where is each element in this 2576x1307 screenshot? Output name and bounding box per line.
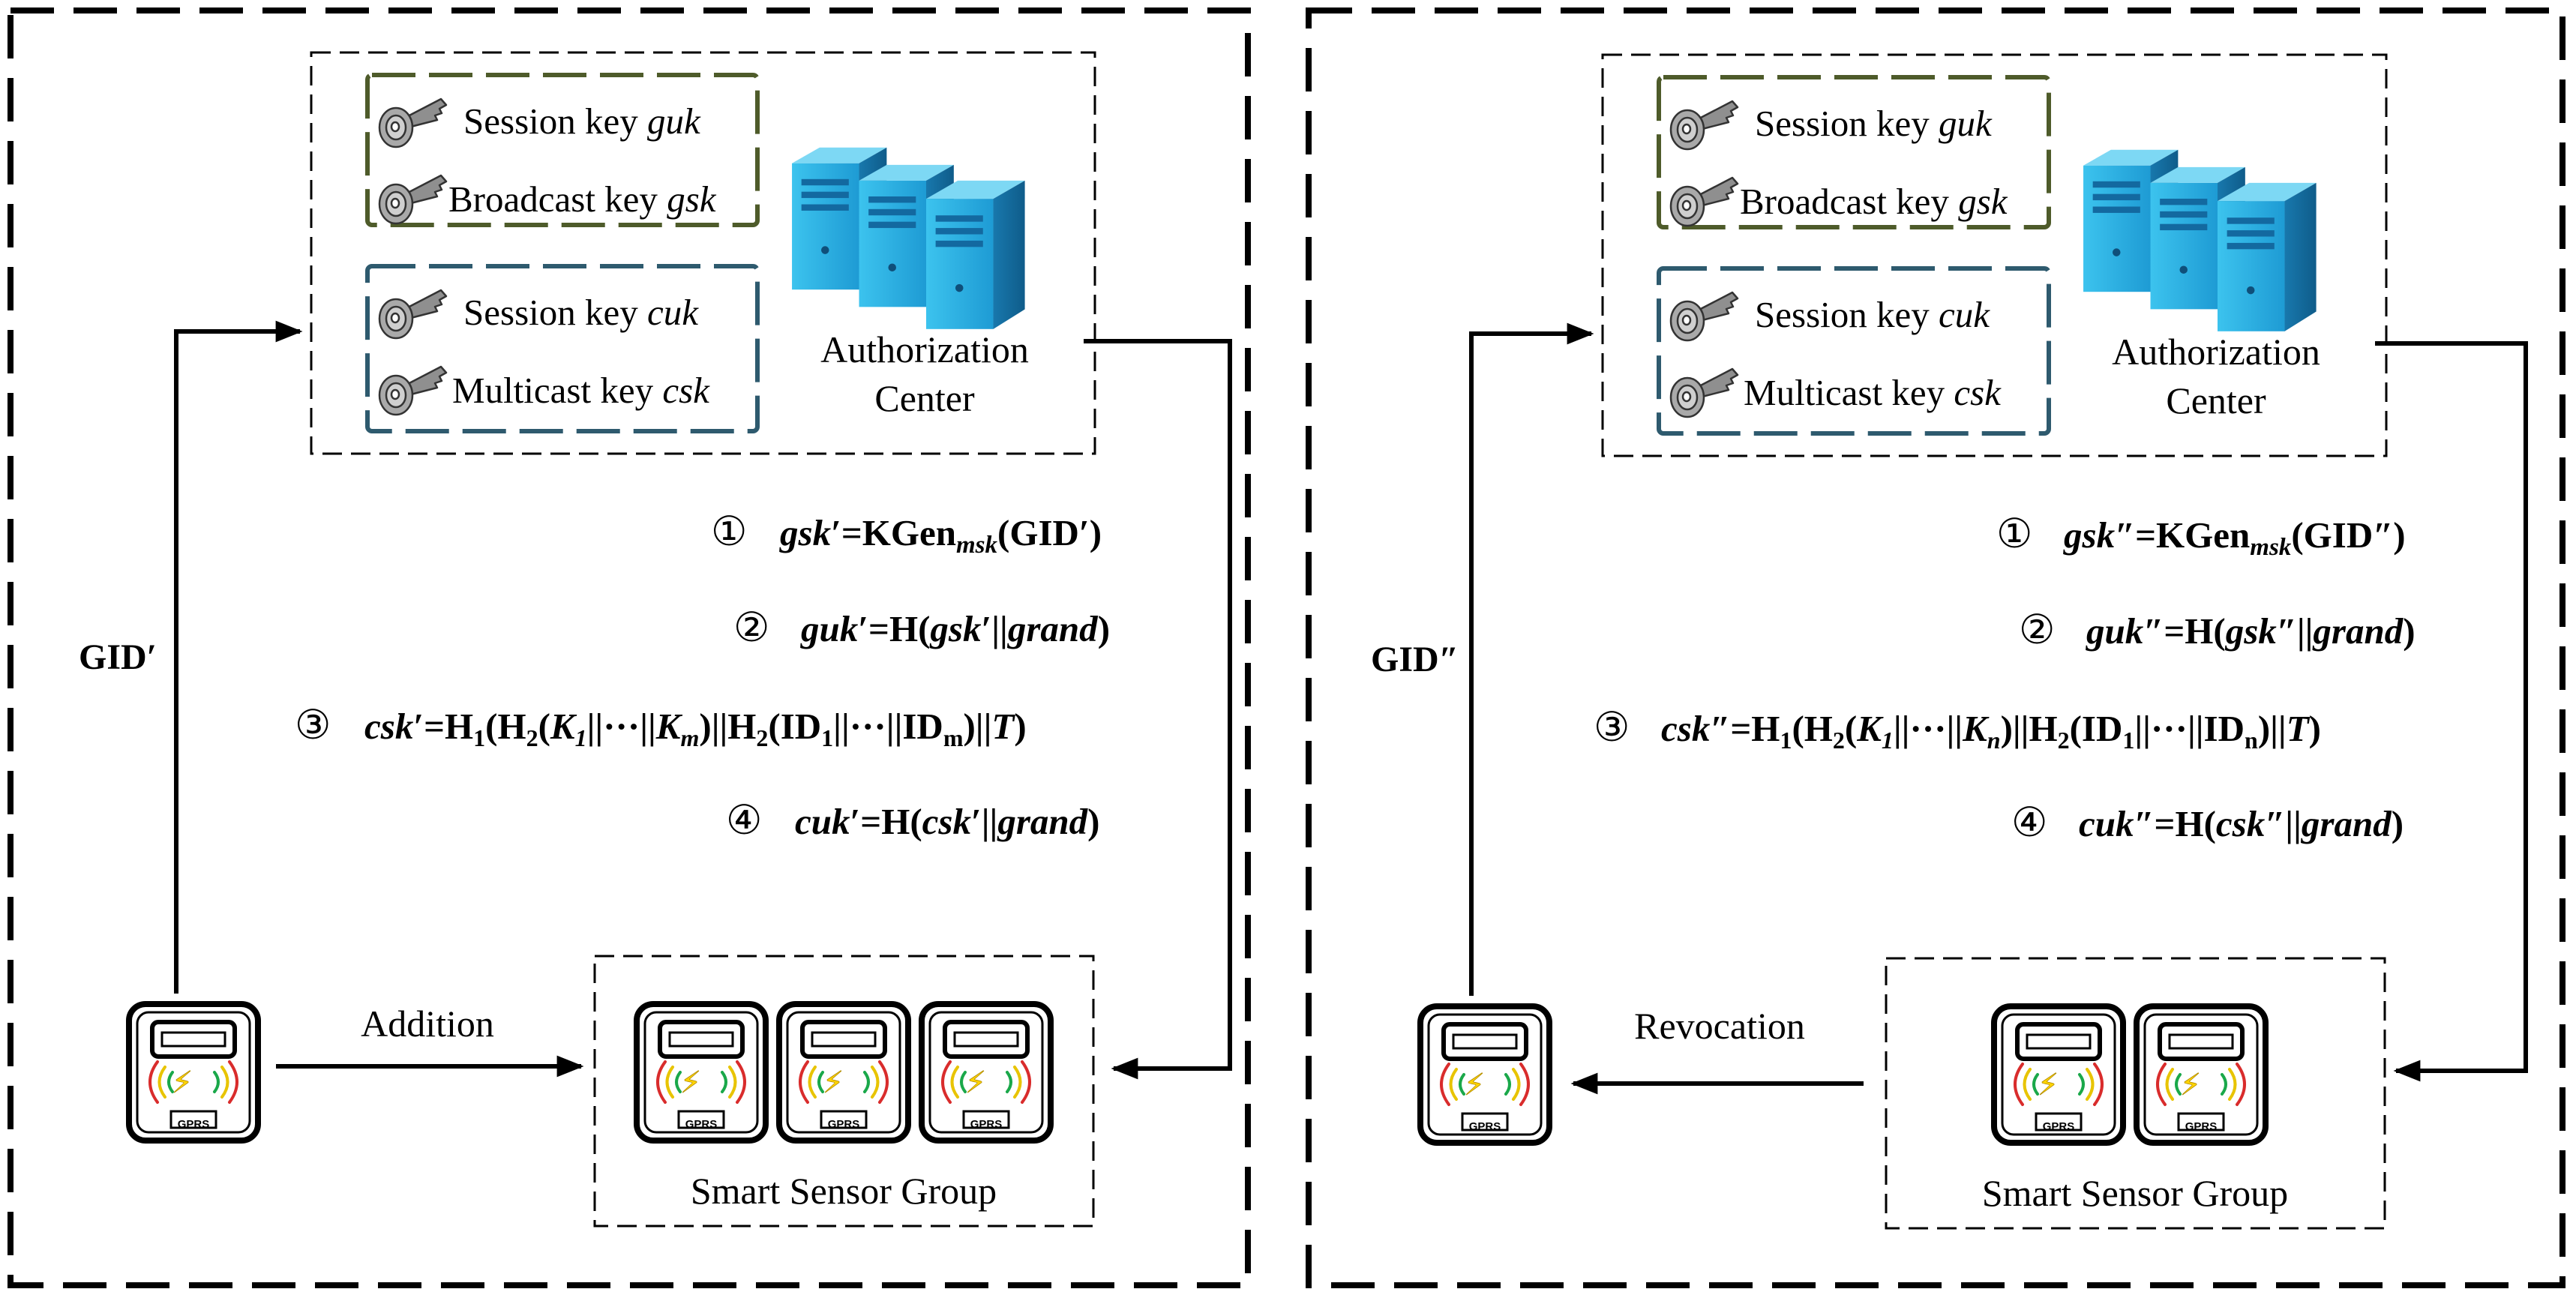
cluster-key-box	[1657, 266, 2051, 436]
cluster-key-box	[365, 264, 760, 433]
panel-border	[1306, 7, 2566, 1288]
session-key-cuk-label: Session key cuk	[463, 292, 699, 333]
key-icon	[1669, 100, 1739, 151]
equation-2: ② guk′=H(gsk′||grand)	[733, 604, 1110, 651]
equation-3: ③ csk′=H1(H2(K1||···||Km)||H2(ID1||···||…	[295, 701, 1027, 751]
addition-panel: Session key guk Broadcast key gsk Sessio…	[7, 7, 1251, 1288]
broadcast-key-gsk-label: Broadcast key gsk	[1740, 181, 2008, 222]
key-icon	[1669, 176, 1739, 227]
equation-text: guk″=H(gsk″||grand)	[2086, 610, 2416, 652]
group-key-box	[1657, 75, 2051, 229]
gprs-label: GPRS	[685, 1118, 718, 1131]
step-marker: ③	[295, 701, 331, 748]
lightning-icon: ⚡	[2180, 1068, 2201, 1102]
revoked-smart-meter: ⚡ GPRS	[1420, 1006, 1549, 1143]
key-distribution-arrow	[1084, 339, 1232, 1080]
lightning-icon: ⚡	[172, 1066, 193, 1100]
new-smart-meter: ⚡ GPRS	[129, 1004, 258, 1141]
key-icon	[378, 289, 448, 340]
multicast-key-csk-label: Multicast key csk	[1744, 372, 2002, 413]
equation-1: ① gsk″=KGenmsk(GID″)	[1996, 510, 2406, 561]
session-key-guk-label: Session key guk	[1755, 103, 1993, 144]
smart-sensor-group-box	[1885, 957, 2386, 1230]
group-meter: ⚡ GPRS	[637, 1004, 766, 1141]
authorization-center-box	[310, 51, 1096, 455]
gprs-label: GPRS	[828, 1118, 860, 1131]
smart-sensor-group-label: Smart Sensor Group	[691, 1170, 997, 1212]
server-icon	[2083, 149, 2317, 331]
smart-sensor-group-box	[593, 955, 1095, 1228]
equation-text: cuk′=H(csk′||grand)	[795, 801, 1100, 842]
key-distribution-arrow	[2375, 341, 2528, 1082]
key-icon	[378, 174, 448, 225]
group-meter: ⚡ GPRS	[922, 1004, 1051, 1141]
key-icon	[378, 365, 448, 416]
multicast-key-csk-label: Multicast key csk	[452, 370, 710, 411]
step-marker: ③	[1594, 703, 1630, 751]
equation-1: ① gsk′=KGenmsk(GID′)	[711, 508, 1102, 559]
broadcast-key-gsk-label: Broadcast key gsk	[448, 178, 717, 220]
gid-request-arrow	[1469, 322, 1594, 996]
step-marker: ①	[1996, 510, 2032, 557]
equation-4: ④ cuk″=H(csk″||grand)	[2011, 799, 2404, 846]
group-key-box	[365, 73, 760, 227]
key-icon	[1669, 367, 1739, 418]
lightning-icon: ⚡	[2038, 1068, 2059, 1102]
equation-2: ② guk″=H(gsk″||grand)	[2019, 606, 2416, 653]
server-icon	[792, 147, 1025, 329]
equation-4: ④ cuk′=H(csk′||grand)	[726, 796, 1100, 844]
gid-request-arrow	[174, 320, 303, 994]
gprs-label: GPRS	[1469, 1120, 1501, 1133]
authorization-center-label-line2: Center	[2166, 379, 2266, 421]
lightning-icon: ⚡	[680, 1066, 701, 1100]
panel-border	[7, 7, 1251, 1288]
step-marker: ④	[726, 796, 762, 844]
step-marker: ②	[2019, 606, 2055, 653]
equation-text: guk′=H(gsk′||grand)	[800, 608, 1110, 649]
step-marker: ④	[2011, 799, 2047, 846]
operation-label: Revocation	[1634, 1005, 1805, 1047]
equation-text: csk′=H1(H2(K1||···||Km)||H2(ID1||···||ID…	[364, 706, 1027, 751]
equation-text: gsk′=KGenmsk(GID′)	[779, 512, 1102, 559]
gprs-label: GPRS	[2043, 1120, 2075, 1133]
equation-3: ③ csk″=H1(H2(K1||···||Kn)||H2(ID1||···||…	[1594, 703, 2321, 754]
equation-text: csk″=H1(H2(K1||···||Kn)||H2(ID1||···||ID…	[1661, 708, 2321, 754]
authorization-center-label-line2: Center	[874, 377, 975, 419]
group-meter: ⚡ GPRS	[1994, 1006, 2123, 1143]
step-marker: ①	[711, 508, 747, 555]
group-meter: ⚡ GPRS	[779, 1004, 908, 1141]
authorization-center-label-line1: Authorization	[820, 328, 1029, 370]
session-key-cuk-label: Session key cuk	[1755, 294, 1990, 335]
step-marker: ②	[733, 604, 769, 651]
authorization-center-label-line1: Authorization	[2112, 331, 2320, 373]
gprs-label: GPRS	[970, 1118, 1003, 1131]
authorization-center-box	[1601, 53, 2388, 457]
gid-label: GID′	[79, 637, 157, 677]
gprs-label: GPRS	[178, 1118, 210, 1131]
equation-text: gsk″=KGenmsk(GID″)	[2063, 514, 2406, 561]
gprs-label: GPRS	[2185, 1120, 2218, 1133]
key-icon	[1669, 291, 1739, 342]
key-icon	[378, 97, 448, 148]
operation-label: Addition	[361, 1003, 494, 1045]
gid-label: GID″	[1371, 640, 1459, 679]
equation-text: cuk″=H(csk″||grand)	[2079, 803, 2404, 844]
smart-sensor-group-label: Smart Sensor Group	[1982, 1172, 2288, 1214]
session-key-guk-label: Session key guk	[463, 100, 701, 142]
revocation-panel: Session key guk Broadcast key gsk Sessio…	[1306, 7, 2566, 1288]
lightning-icon: ⚡	[1464, 1068, 1485, 1102]
lightning-icon: ⚡	[823, 1066, 844, 1100]
lightning-icon: ⚡	[965, 1066, 986, 1100]
group-meter: ⚡ GPRS	[2137, 1006, 2266, 1143]
